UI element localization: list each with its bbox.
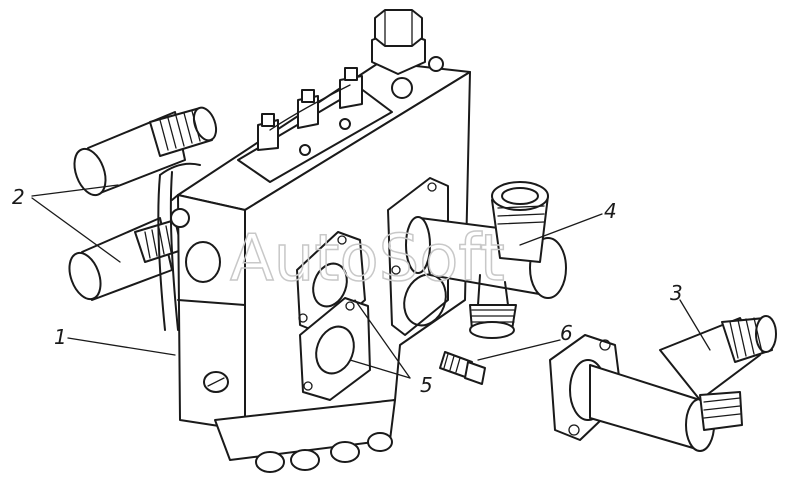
bolt-part-6 <box>439 351 486 385</box>
leader-lines <box>31 184 711 379</box>
left-tubes-part-2 <box>68 106 218 331</box>
callout-1: 1 <box>54 325 67 349</box>
callout-4: 4 <box>604 199 617 223</box>
callout-6: 6 <box>560 321 573 345</box>
watermark-text: AutoSoft <box>230 222 505 296</box>
callout-3: 3 <box>670 281 683 305</box>
tee-fitting-part-4 <box>405 181 567 339</box>
flange-gaskets-part-5 <box>296 177 449 401</box>
callout-5: 5 <box>420 373 433 397</box>
elbow-pipe-part-3 <box>549 315 777 452</box>
callout-2: 2 <box>12 185 25 209</box>
